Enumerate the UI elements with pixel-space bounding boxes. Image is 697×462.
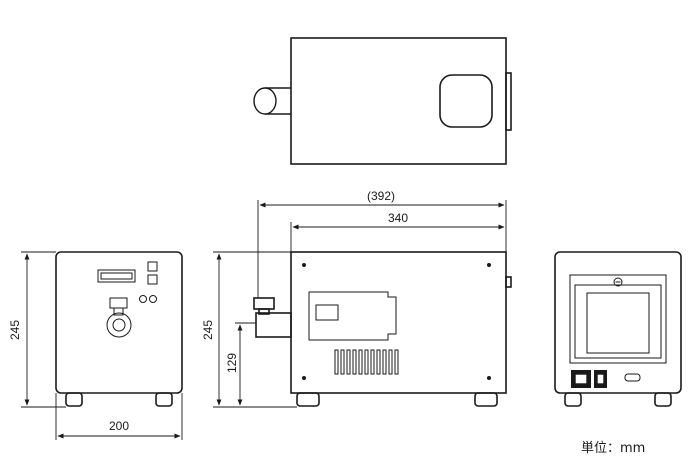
side-connector-shaft	[255, 312, 292, 338]
side-view-foot-left	[296, 392, 320, 407]
front-view-foot-left	[65, 392, 83, 407]
top-view	[253, 37, 512, 165]
rear-panel-outer	[569, 274, 667, 364]
top-view-rear-plate	[505, 72, 512, 131]
top-view-body	[290, 37, 507, 165]
front-connector-cap	[109, 297, 128, 309]
rear-panel-window	[586, 292, 650, 354]
front-view-body	[55, 251, 183, 394]
front-view: 245 200	[8, 251, 183, 440]
side-connector-cap	[253, 297, 275, 310]
front-button-lower	[147, 274, 158, 285]
side-view: 245 129 (392) 340	[201, 189, 512, 408]
front-button-upper	[147, 261, 158, 272]
front-indicator-2	[149, 295, 157, 303]
top-view-knob	[253, 87, 277, 115]
rear-view	[554, 251, 682, 407]
rear-view-foot-left	[564, 392, 582, 407]
unit-label: 単位：mm	[581, 440, 645, 456]
rear-panel-screw	[613, 277, 623, 287]
overall-length-label: (392)	[367, 189, 395, 203]
front-view-foot-right	[155, 392, 173, 407]
front-display	[97, 269, 136, 283]
body-length-label: 340	[388, 211, 408, 225]
front-width-label: 200	[109, 419, 129, 433]
connector-height-label: 129	[225, 353, 239, 373]
front-height-label: 245	[8, 320, 22, 340]
rear-serial-port	[624, 373, 641, 382]
side-view-panel	[308, 291, 397, 341]
rear-view-body	[554, 251, 682, 394]
side-connector-neck	[258, 308, 270, 315]
front-display-inner	[100, 272, 133, 280]
top-view-window	[439, 74, 493, 128]
front-connector-port	[112, 318, 126, 332]
rear-panel-inner	[574, 284, 662, 359]
side-view-rear-stub	[505, 276, 512, 288]
side-height-label: 245	[201, 320, 215, 340]
front-connector-ring	[106, 312, 132, 338]
vent-grille	[334, 349, 399, 375]
front-indicator-1	[139, 295, 147, 303]
front-connector-neck	[113, 307, 124, 316]
side-view-foot-right	[474, 392, 498, 407]
rear-view-foot-right	[654, 392, 672, 407]
side-view-panel-slot	[315, 304, 339, 321]
